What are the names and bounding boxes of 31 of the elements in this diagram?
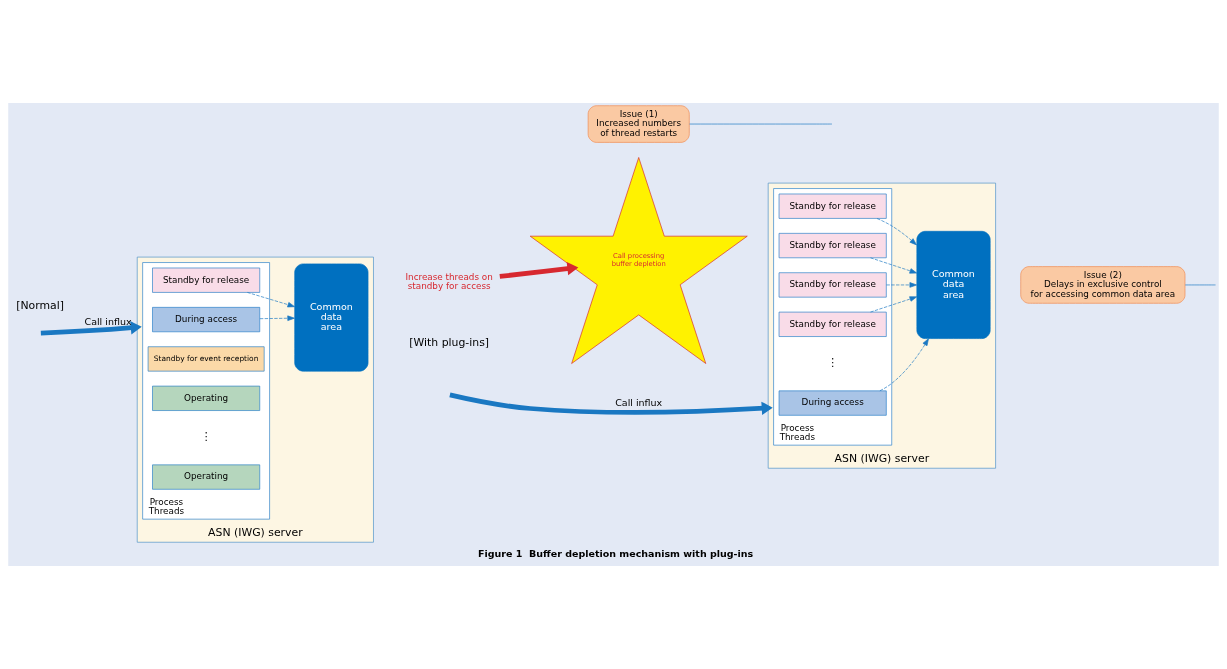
node-box: Common data area — [916, 230, 991, 339]
arrow — [870, 257, 918, 274]
node-box: Issue (2) Delays in exclusive control for accessing common data area — [1020, 266, 1186, 304]
arrow — [259, 315, 295, 321]
arrow — [247, 292, 295, 308]
arrow — [870, 296, 918, 313]
label: ⋮ — [200, 430, 212, 444]
node-box: Standby for release — [152, 267, 261, 293]
arrow — [40, 321, 142, 336]
edge-label: Call influx — [84, 316, 132, 328]
arrow — [876, 218, 917, 246]
node-box: Standby for release — [778, 193, 887, 219]
node-box: During access — [778, 390, 887, 416]
label: [Normal] — [16, 298, 65, 312]
node-box: Operating — [152, 464, 261, 490]
edge-label: Call influx — [615, 396, 663, 408]
node-box: Standby for release — [778, 311, 887, 337]
arrow — [879, 338, 929, 392]
node-box: Operating — [152, 385, 261, 411]
caption: Figure 1 Buffer depletion mechanism with plug-ins — [478, 548, 754, 560]
label: ⋮ — [827, 356, 839, 370]
node-box: Issue (1) Increased numbers of thread restarts — [587, 105, 690, 143]
node-text: Increase threads on standby for access — [405, 271, 493, 292]
node-box: Standby for release — [778, 233, 887, 259]
node-box: Common data area — [294, 263, 369, 372]
arrow — [449, 392, 773, 416]
label: [With plug-ins] — [409, 335, 490, 349]
node-box: During access — [152, 307, 261, 333]
arrow — [499, 262, 579, 279]
node-box: Standby for release — [778, 272, 887, 298]
arrow — [886, 282, 918, 288]
